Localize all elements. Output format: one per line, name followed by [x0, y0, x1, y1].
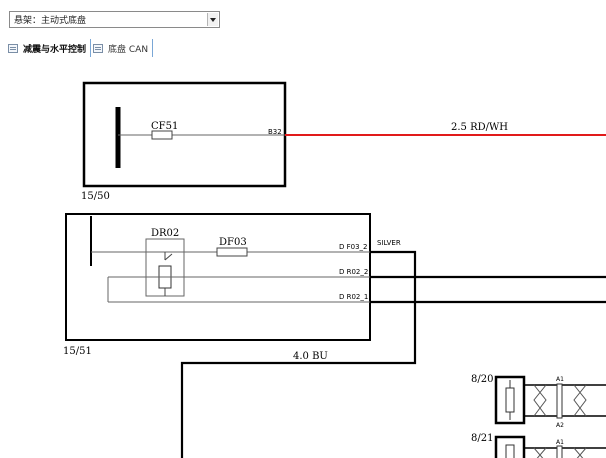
document-icon — [8, 43, 18, 53]
connector-8-20-label: 8/20 — [471, 374, 493, 385]
pin-a2-label: A2 — [556, 422, 564, 429]
tab-bar: 减震与水平控制 底盘 CAN — [6, 38, 154, 58]
relay-switch — [164, 253, 173, 261]
connector-pin-block — [556, 445, 563, 458]
tab-divider — [90, 39, 92, 57]
pin-a1-label: A1 — [556, 376, 564, 383]
connector-8-20[interactable] — [494, 375, 526, 425]
relay-dr02-label: DR02 — [151, 228, 179, 239]
document-icon — [93, 43, 104, 53]
wire-blue-label: 4.0 BU — [293, 351, 328, 362]
twisted-pair-icon — [533, 384, 547, 417]
pin-df03-2-label: D F03_2 — [339, 243, 368, 251]
pin-a1-label: A1 — [556, 439, 564, 446]
system-select[interactable]: 悬架：主动式底盘 — [9, 11, 220, 28]
pin-dr02-2-label: D R02_2 — [339, 268, 368, 276]
tab-label: 减震与水平控制 — [23, 44, 87, 55]
wiring-diagram[interactable]: CF51 B32 15/50 2.5 RD/WH DF03 DR02 D F03… — [0, 64, 606, 458]
toolbar: 悬架：主动式底盘 减震与水平控制 底盘 CAN — [0, 0, 606, 64]
connector-8-20-element — [505, 387, 515, 413]
box-15-51-label: 15/51 — [63, 346, 92, 357]
silver-label: SILVER — [377, 239, 401, 247]
chevron-down-icon[interactable] — [207, 13, 218, 26]
connector-pin-block — [556, 383, 563, 419]
connector-8-21-element — [505, 444, 515, 458]
system-select-value: 悬架：主动式底盘 — [14, 16, 87, 26]
tab-label: 底盘 CAN — [108, 44, 149, 55]
pin-b32-label: B32 — [268, 128, 282, 136]
tab-chassis-can[interactable]: 底盘 CAN — [91, 38, 152, 58]
wire-blue[interactable] — [180, 250, 417, 458]
box-15-50-label: 15/50 — [81, 191, 110, 202]
wiring-diagram-svg: CF51 B32 15/50 2.5 RD/WH DF03 DR02 D F03… — [63, 81, 606, 458]
fuse-df03-label: DF03 — [219, 237, 247, 248]
fuse-cf51-label: CF51 — [151, 121, 178, 132]
pin-dr02-1-label: D R02_1 — [339, 293, 368, 301]
wire-red-white-label: 2.5 RD/WH — [451, 122, 508, 133]
tab-damping-level-control[interactable]: 减震与水平控制 — [6, 38, 90, 58]
tab-divider — [152, 39, 154, 57]
connector-8-21[interactable] — [494, 435, 526, 458]
twisted-pair-icon — [573, 447, 587, 458]
fuse-df03[interactable] — [216, 247, 248, 257]
twisted-pair-icon — [573, 384, 587, 417]
twisted-pair-icon — [533, 447, 547, 458]
fuse-cf51[interactable] — [151, 130, 173, 140]
connector-8-21-label: 8/21 — [471, 433, 493, 444]
